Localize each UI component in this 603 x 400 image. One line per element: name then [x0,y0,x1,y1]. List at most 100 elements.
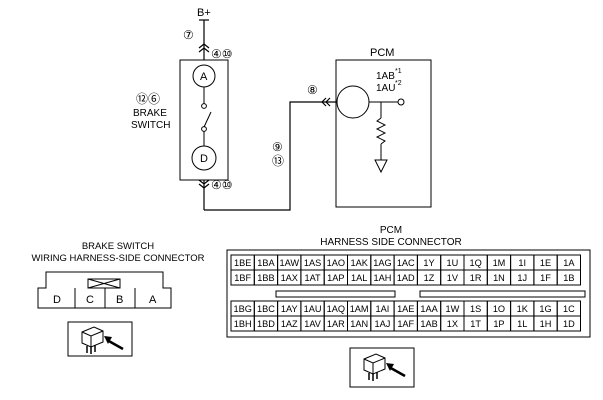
pin-label: 1AJ [375,319,391,329]
pcm-connector-key-right [419,290,586,298]
harness-side-icon [67,321,133,357]
brake-pin-c: C [86,294,94,306]
pin-label: 1AE [397,304,414,314]
pcm-terminal-1: 1AB [376,71,395,82]
brake-pin-d: D [53,294,61,306]
pin-label: 1R [470,273,482,283]
pin-label: 1BA [257,258,275,268]
switch-contact-lower [201,126,207,132]
pin-label: 1AK [350,258,368,268]
pin-label: 1AO [327,258,345,268]
switch-blade [203,111,212,128]
pin-label: 1AV [304,319,322,329]
connector-chevron-top [198,43,210,53]
pin-label: 1AP [327,273,344,283]
pin-label: 1V [447,273,459,283]
pin-label: 1AN [350,319,368,329]
pin-label: 1P [493,319,504,329]
pin-label: 1AF [397,319,414,329]
ref-4-10-bottom: ④⑩ [211,178,233,192]
pin-label: 1Z [424,273,435,283]
terminal-d-circle [191,145,217,171]
brake-connector-title-1: BRAKE SWITCH [82,241,154,252]
pin-label: 1AT [304,273,321,283]
ref-7: ⑦ [183,28,194,42]
brake-switch-name-1: BRAKE [133,108,167,119]
pin-label: 1AW [279,258,299,268]
wire-ref-9: ⑨ [272,140,283,154]
pcm-resistor [375,117,387,145]
pin-label: 1Q [470,258,482,268]
pin-label: 1U [446,258,458,268]
pcm-connector-title-2: HARNESS SIDE CONNECTOR [320,237,462,248]
brake-connector-lock-cross-2 [87,278,121,289]
pin-label: 1BF [234,273,251,283]
pin-label: 1E [540,258,551,268]
ref-4-10-top: ④⑩ [211,47,233,61]
pin-label: 1AS [304,258,321,268]
pin-label: 1AA [420,304,438,314]
pcm-terminal-2: 1AU [376,83,395,94]
pcm-box [335,59,432,208]
connector-chevron-bottom [198,179,210,189]
pin-label: 1O [493,304,505,314]
pcm-label: PCM [370,47,394,59]
pin-label: 1AL [351,273,367,283]
signal-wire [204,101,336,211]
terminal-d-label: D [200,153,208,165]
pin-label: 1AY [281,304,298,314]
pin-cell [556,269,582,286]
pin-label: 1J [517,273,527,283]
brake-connector-lock [87,278,121,289]
pin-label: 1Y [423,258,434,268]
brake-connector-outline [37,271,172,309]
pcm-ref-8: ⑧ [307,83,318,97]
pin-label: 1AH [374,273,392,283]
pin-cell [556,315,582,332]
pcm-terminal-2-note: *2 [395,80,402,87]
pin-label: 1BB [257,273,274,283]
pin-label: 1L [517,319,527,329]
pin-label: 1AD [397,273,415,283]
pin-label: 1T [470,319,481,329]
pcm-connector-outline [226,249,591,338]
pin-label: 1AI [376,304,390,314]
pin-label: 1I [518,258,526,268]
pin-label: 1B [563,273,574,283]
terminal-a-label: A [200,71,208,83]
pcm-connector-key-left [275,290,396,298]
pin-label: 1K [517,304,529,314]
brake-pin-b: B [116,294,123,306]
brake-pin-a: A [149,294,157,306]
pin-label: 1AR [327,319,345,329]
switch-contact-upper [201,103,207,109]
pcm-terminal-1-note: *1 [395,68,402,75]
ground-icon [374,159,388,174]
pin-label: 1S [470,304,481,314]
pin-label: 1AU [304,304,322,314]
pin-label: 1F [540,273,551,283]
pcm-input-circle [336,85,370,119]
pin-label: 1AC [397,258,415,268]
pcm-connector-chevron [321,97,331,107]
pin-label: 1AB [420,319,437,329]
pin-label: 1AM [350,304,369,314]
pin-label: 1BG [233,304,251,314]
brake-switch-ref: ⑫⑥ [136,92,160,106]
pin-label: 1AG [373,258,391,268]
pin-label: 1N [493,273,505,283]
pin-label: 1BD [257,319,275,329]
brake-connector-title-2: WIRING HARNESS-SIDE CONNECTOR [32,253,205,264]
pin-label: 1AZ [281,319,298,329]
pin-label: 1C [563,304,575,314]
pin-label: 1A [563,258,575,268]
pin-label: 1BC [257,304,275,314]
b-plus-label: B+ [197,7,211,19]
pin-label: 1D [563,319,575,329]
pin-label: 1X [447,319,458,329]
pin-label: 1BE [234,258,251,268]
pin-label: 1AX [281,273,298,283]
pin-label: 1G [539,304,551,314]
brake-switch-name-2: SWITCH [131,120,170,131]
